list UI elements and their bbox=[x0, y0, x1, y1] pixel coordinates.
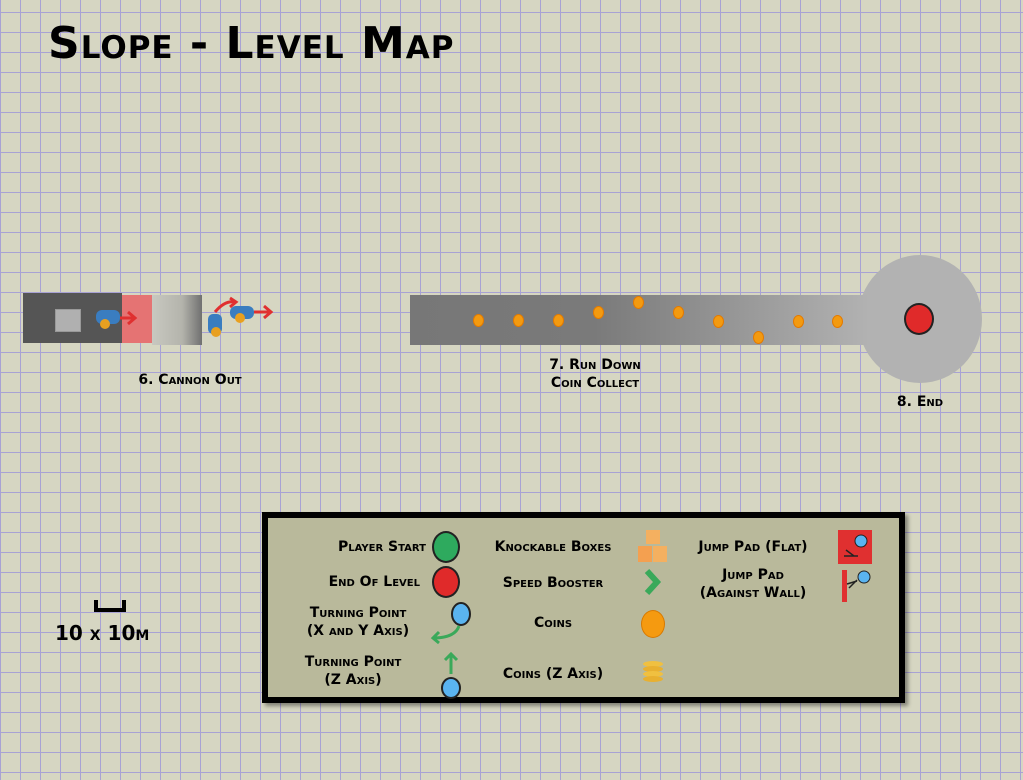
fade-block bbox=[152, 295, 202, 345]
label-line: (X and Y Axis) bbox=[306, 623, 410, 639]
coin-icon bbox=[553, 314, 564, 327]
legend-booster: Speed Booster bbox=[502, 575, 604, 591]
section-label-cannon-out: 6. Cannon Out bbox=[138, 372, 242, 388]
arrow-icon bbox=[120, 310, 138, 326]
coin-icon bbox=[641, 610, 665, 638]
legend-turning-xy: Turning Point (X and Y Axis) bbox=[288, 604, 428, 640]
coin-icon bbox=[793, 315, 804, 328]
coins-z-icon bbox=[643, 661, 663, 682]
cannon-icon bbox=[96, 310, 120, 329]
cannon-icon bbox=[208, 314, 222, 337]
coin-icon bbox=[832, 315, 843, 328]
label-line: Turning Point bbox=[309, 605, 407, 621]
cannon-icons bbox=[96, 296, 274, 337]
knockable-boxes-icon bbox=[638, 530, 667, 562]
turning-z-icon bbox=[441, 651, 461, 699]
label-line: Turning Point bbox=[304, 654, 402, 670]
coin-icon bbox=[713, 315, 724, 328]
coin-icon bbox=[673, 306, 684, 319]
coin-icon bbox=[473, 314, 484, 327]
jump-pad-wall-icon bbox=[842, 570, 871, 602]
legend-player-start: Player Start bbox=[337, 539, 426, 555]
coin-icon bbox=[513, 314, 524, 327]
label-line: 7. Run Down bbox=[549, 357, 641, 373]
coin-icon bbox=[633, 296, 644, 309]
section-label-end: 8. End bbox=[896, 394, 944, 410]
scale-label: 10 x 10m bbox=[55, 621, 150, 645]
legend-jump-flat: Jump Pad (Flat) bbox=[698, 539, 808, 555]
legend-coins: Coins bbox=[533, 615, 573, 631]
coin-icon bbox=[593, 306, 604, 319]
player-start-icon bbox=[432, 531, 460, 563]
legend-end-of-level: End Of Level bbox=[328, 574, 420, 590]
arrow-icon bbox=[213, 296, 239, 313]
arrow-icon bbox=[254, 304, 274, 320]
end-of-level-icon bbox=[432, 566, 460, 598]
legend-panel: Player Start End Of Level Turning Point (… bbox=[262, 512, 905, 703]
legend-jump-wall: Jump Pad (Against Wall) bbox=[678, 566, 828, 602]
label-line: (Z Axis) bbox=[324, 672, 382, 688]
label-line: Coin Collect bbox=[550, 375, 640, 391]
coin-icon bbox=[753, 331, 764, 344]
legend-turning-z: Turning Point (Z Axis) bbox=[283, 653, 423, 689]
turning-xy-icon bbox=[430, 602, 471, 645]
cannon-icon bbox=[230, 306, 254, 323]
jump-pad-flat-icon bbox=[838, 530, 872, 564]
legend-coins-z: Coins (Z Axis) bbox=[502, 666, 604, 682]
speed-booster-icon bbox=[644, 568, 662, 596]
label-line: Jump Pad bbox=[722, 567, 784, 583]
page-title: Slope - Level Map bbox=[48, 18, 455, 69]
label-line: (Against Wall) bbox=[699, 585, 807, 601]
scale-bracket-icon bbox=[94, 600, 126, 612]
legend-knockable: Knockable Boxes bbox=[494, 539, 612, 555]
section-label-run-down: 7. Run Down Coin Collect bbox=[510, 356, 680, 392]
platform-square bbox=[55, 309, 81, 332]
end-ball-icon bbox=[904, 303, 934, 335]
